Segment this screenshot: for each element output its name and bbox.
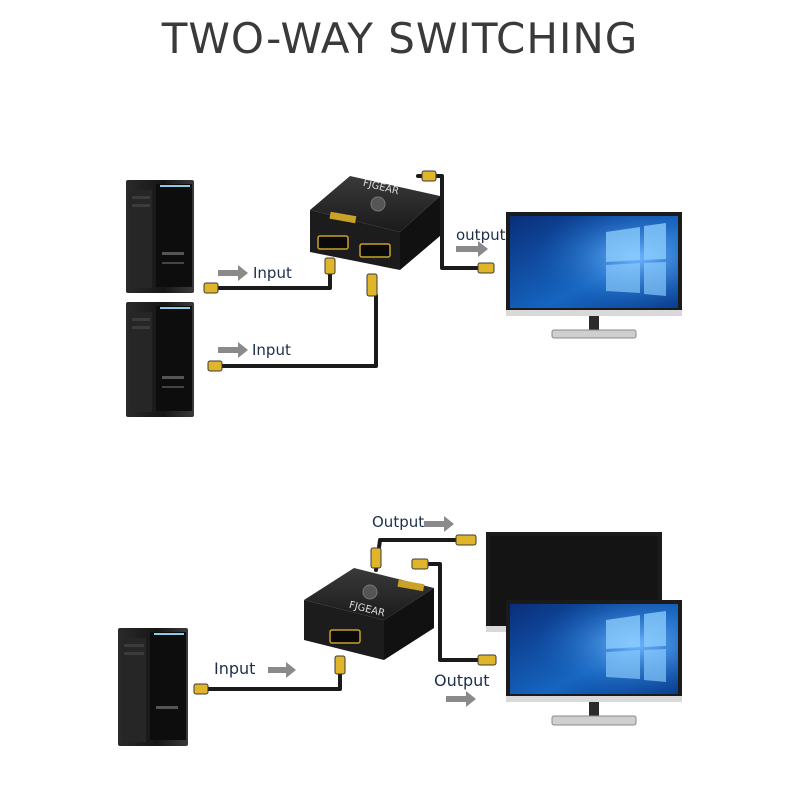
- arrows-top: [218, 241, 488, 358]
- connectors-bottom: [193, 534, 497, 695]
- page-title: TWO-WAY SWITCHING: [161, 14, 639, 63]
- label-input-bottom: Input: [214, 659, 256, 678]
- arrows-bottom: [268, 516, 476, 707]
- monitor-top: [506, 212, 682, 339]
- arrow-input-bottom: [268, 662, 296, 678]
- label-input-2: Input: [252, 341, 291, 359]
- arrow-output-2: [446, 691, 476, 707]
- pc-tower-1: [126, 180, 194, 293]
- arrow-input-2: [218, 342, 248, 358]
- label-output-2: Output: [434, 671, 490, 690]
- arrow-input-1: [218, 265, 248, 281]
- pc-tower-bottom: [118, 628, 188, 746]
- label-input-1: Input: [253, 264, 292, 282]
- hdmi-switch-top: FJGEAR: [310, 176, 440, 270]
- pc-tower-2: [126, 302, 194, 417]
- label-output-top: output: [456, 226, 506, 244]
- arrow-output-1: [424, 516, 454, 532]
- arrow-output: [456, 241, 488, 257]
- monitor-bottom-front: [506, 600, 682, 726]
- label-output-1: Output: [372, 513, 425, 531]
- connectors-top: [203, 170, 495, 372]
- hdmi-switch-bottom: FJGEAR: [304, 568, 434, 660]
